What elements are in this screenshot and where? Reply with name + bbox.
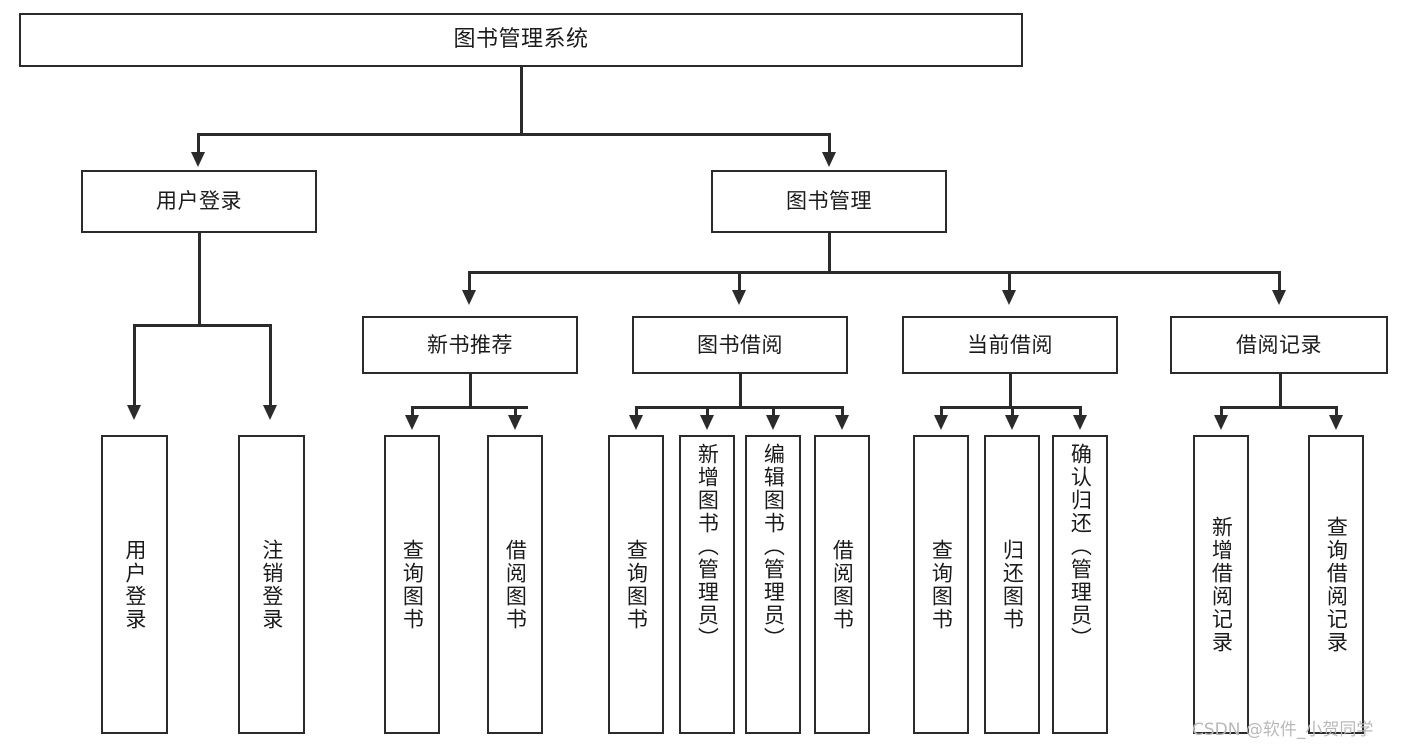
arrow-current-c1 (934, 415, 948, 430)
edge-borrow-c3 (772, 406, 775, 418)
leaf-label: 借阅图书 (830, 538, 855, 631)
edge-current-bar (940, 406, 1079, 409)
leaf-label: 查询图书 (929, 538, 954, 631)
leaf-new-query-book[interactable]: 查询图书 (384, 435, 440, 734)
edge-user-stem (198, 233, 201, 326)
edge-borrow-c1 (635, 406, 638, 418)
edge-book-to-borrow (738, 271, 741, 293)
leaf-label: 用户登录 (122, 538, 147, 631)
node-label: 借阅记录 (1236, 332, 1322, 357)
node-label: 用户登录 (156, 189, 242, 214)
edge-record-c2 (1335, 406, 1338, 418)
arrow-record-c1 (1214, 415, 1228, 430)
arrow-root-to-book (822, 152, 836, 167)
leaf-label: 注销登录 (259, 538, 284, 631)
leaf-current-query-book[interactable]: 查询图书 (913, 435, 969, 734)
arrow-book-to-current (1002, 290, 1016, 305)
edge-new-stem (469, 374, 472, 408)
leaf-label: 确认归还（管理员） (1068, 443, 1093, 650)
edge-root-to-user (197, 133, 200, 155)
csdn-watermark: CSDN @软件_小贺同学 (1192, 720, 1374, 740)
node-label: 新书推荐 (427, 332, 513, 357)
edge-root-stem (520, 67, 523, 135)
arrow-borrow-c2 (700, 415, 714, 430)
leaf-borrow-add-book-admin[interactable]: 新增图书（管理员） (679, 435, 735, 734)
leaf-borrow-query-book[interactable]: 查询图书 (608, 435, 664, 734)
edge-user-bar (133, 324, 271, 327)
leaf-record-query-borrow-record[interactable]: 查询借阅记录 (1308, 435, 1364, 734)
edge-record-c1 (1220, 406, 1223, 418)
node-label: 当前借阅 (967, 332, 1053, 357)
edge-current-c2 (1011, 406, 1014, 418)
edge-current-stem (1009, 374, 1012, 408)
edge-root-to-book (828, 133, 831, 155)
leaf-user-login[interactable]: 用户登录 (101, 435, 168, 734)
arrow-user-to-login (127, 405, 141, 420)
edge-book-bar (468, 271, 1280, 274)
arrow-book-to-record (1272, 290, 1286, 305)
node-user-login[interactable]: 用户登录 (81, 170, 317, 233)
leaf-current-return-book[interactable]: 归还图书 (984, 435, 1040, 734)
edge-user-to-login (133, 324, 136, 407)
leaf-label: 查询图书 (624, 538, 649, 631)
arrow-current-c2 (1005, 415, 1019, 430)
arrow-new-c2 (508, 415, 522, 430)
edge-current-c1 (940, 406, 943, 418)
edge-new-bar (411, 406, 528, 409)
leaf-label: 查询借阅记录 (1324, 515, 1349, 654)
edge-borrow-c4 (841, 406, 844, 418)
arrow-user-to-logout (263, 405, 277, 420)
arrow-book-to-borrow (732, 290, 746, 305)
node-book-borrow[interactable]: 图书借阅 (632, 316, 848, 374)
leaf-label: 归还图书 (1000, 538, 1025, 631)
edge-book-to-new (468, 271, 471, 293)
arrow-record-c2 (1329, 415, 1343, 430)
node-label: 图书借阅 (697, 332, 783, 357)
edge-new-c1 (411, 406, 414, 418)
leaf-record-add-borrow-record[interactable]: 新增借阅记录 (1193, 435, 1249, 734)
node-label: 图书管理 (786, 189, 872, 214)
edge-root-bar (198, 133, 831, 136)
arrow-root-to-user (191, 152, 205, 167)
leaf-user-logout[interactable]: 注销登录 (238, 435, 305, 734)
arrow-book-to-new (462, 290, 476, 305)
arrow-borrow-c3 (766, 415, 780, 430)
edge-book-to-record (1278, 271, 1281, 293)
leaf-label: 查询图书 (400, 538, 425, 631)
leaf-current-confirm-return-admin[interactable]: 确认归还（管理员） (1052, 435, 1108, 734)
leaf-label: 新增图书（管理员） (695, 443, 720, 650)
edge-borrow-stem (739, 374, 742, 408)
leaf-label: 新增借阅记录 (1209, 515, 1234, 654)
node-root-book-management-system[interactable]: 图书管理系统 (19, 13, 1023, 67)
leaf-borrow-edit-book-admin[interactable]: 编辑图书（管理员） (745, 435, 801, 734)
node-label: 图书管理系统 (453, 27, 589, 53)
node-new-book-recommend[interactable]: 新书推荐 (362, 316, 578, 374)
node-book-management[interactable]: 图书管理 (711, 170, 947, 233)
leaf-new-borrow-book[interactable]: 借阅图书 (487, 435, 543, 734)
edge-book-to-current (1008, 271, 1011, 293)
arrow-borrow-c4 (835, 415, 849, 430)
leaf-label: 编辑图书（管理员） (761, 443, 786, 650)
edge-new-c2 (514, 406, 517, 418)
arrow-borrow-c1 (629, 415, 643, 430)
leaf-label: 借阅图书 (503, 538, 528, 631)
arrow-current-c3 (1073, 415, 1087, 430)
edge-borrow-c2 (706, 406, 709, 418)
node-borrow-record[interactable]: 借阅记录 (1170, 316, 1388, 374)
edge-user-to-logout (269, 324, 272, 407)
arrow-new-c1 (405, 415, 419, 430)
edge-current-c3 (1079, 406, 1082, 418)
edge-borrow-bar (635, 406, 843, 409)
edge-record-bar (1220, 406, 1337, 409)
node-current-borrow[interactable]: 当前借阅 (902, 316, 1118, 374)
leaf-borrow-borrow-book[interactable]: 借阅图书 (814, 435, 870, 734)
edge-book-stem (828, 233, 831, 273)
edge-record-stem (1279, 374, 1282, 408)
